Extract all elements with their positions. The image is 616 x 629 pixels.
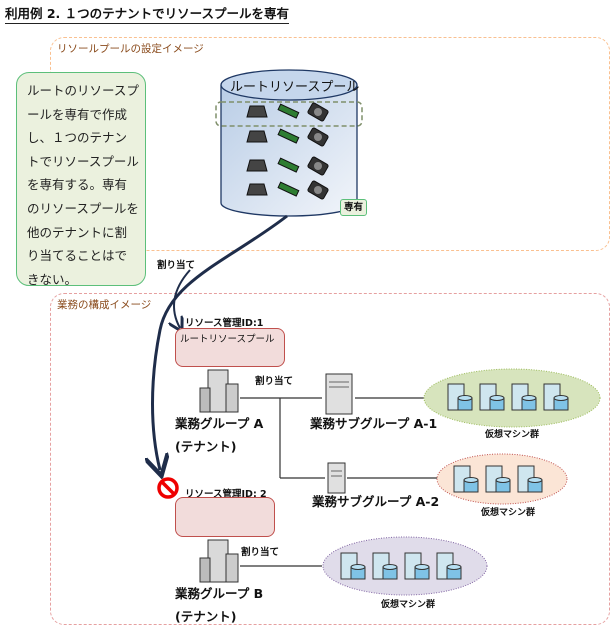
virtual-machine-icon [372, 552, 398, 580]
config-frame-label: リソールプールの設定イメージ [57, 43, 204, 55]
allocation-arrow-rm1 [174, 269, 191, 328]
description-note: ルートのリソースプールを専有で作成し、１つのテナントでリソースプールを専有する。… [16, 72, 146, 287]
memory-icon [277, 128, 300, 144]
cpu-icon [246, 159, 268, 172]
group-b-name: 業務グループ B [175, 586, 264, 601]
group-a-allocate: 割り当て [255, 376, 294, 387]
rm1-label: リソース管理ID:1 [185, 318, 264, 329]
memory-icon [277, 103, 300, 119]
cpu-icon [246, 105, 268, 118]
connector-lines [240, 397, 438, 567]
sub-a2-name: 業務サブグループ A-2 [312, 494, 440, 509]
cpu-icon [246, 183, 268, 196]
rm2-label: リソース管理ID: 2 [185, 489, 267, 500]
cpu-icon [246, 130, 268, 143]
sub-a1-vm-label: 仮想マシン群 [485, 430, 540, 440]
rm1-pool-name: ルートリソースプール [180, 334, 275, 345]
allocate-label: 割り当て [157, 260, 196, 271]
dedicated-selection [215, 101, 363, 127]
prohibited-icon [157, 477, 179, 499]
sub-a1-name: 業務サブグループ A-1 [310, 416, 438, 431]
group-a-name: 業務グループ A [175, 416, 264, 431]
virtual-machine-icon [436, 552, 462, 580]
tenant-server-a-icon [199, 369, 239, 413]
virtual-machine-icon [543, 383, 569, 411]
sub-a2-vm-label: 仮想マシン群 [481, 508, 536, 518]
tenant-server-b-icon [199, 539, 239, 583]
dedicated-badge: 専有 [340, 199, 367, 216]
server-a1-icon [325, 373, 353, 415]
memory-icon [277, 181, 300, 197]
disk-icon [307, 127, 329, 147]
group-a-sub: (テナント) [175, 439, 237, 454]
allocation-arrow [153, 214, 288, 470]
group-b-sub: (テナント) [175, 609, 237, 624]
rm1-box[interactable] [175, 328, 285, 367]
disk-icon [307, 102, 329, 122]
virtual-machine-icon [404, 552, 430, 580]
virtual-machine-icon [340, 552, 366, 580]
virtual-machine-icon [479, 383, 505, 411]
disk-icon [307, 180, 329, 200]
business-frame [50, 293, 610, 625]
vm-b-label: 仮想マシン群 [381, 600, 436, 610]
virtual-machine-icon [485, 465, 511, 493]
disk-icon [307, 156, 329, 176]
virtual-machine-icon [447, 383, 473, 411]
virtual-machine-icon [517, 465, 543, 493]
pool-title: ルートリソースプール [230, 80, 360, 95]
memory-icon [277, 157, 300, 173]
group-b-allocate: 割り当て [241, 547, 280, 558]
page-title: 利用例 2. １つのテナントでリソースプールを専有 [5, 3, 290, 24]
virtual-machine-icon [453, 465, 479, 493]
virtual-machine-icon [511, 383, 537, 411]
business-frame-label: 業務の構成イメージ [57, 299, 152, 311]
rm2-box[interactable] [175, 497, 275, 537]
server-a2-icon [327, 462, 346, 494]
